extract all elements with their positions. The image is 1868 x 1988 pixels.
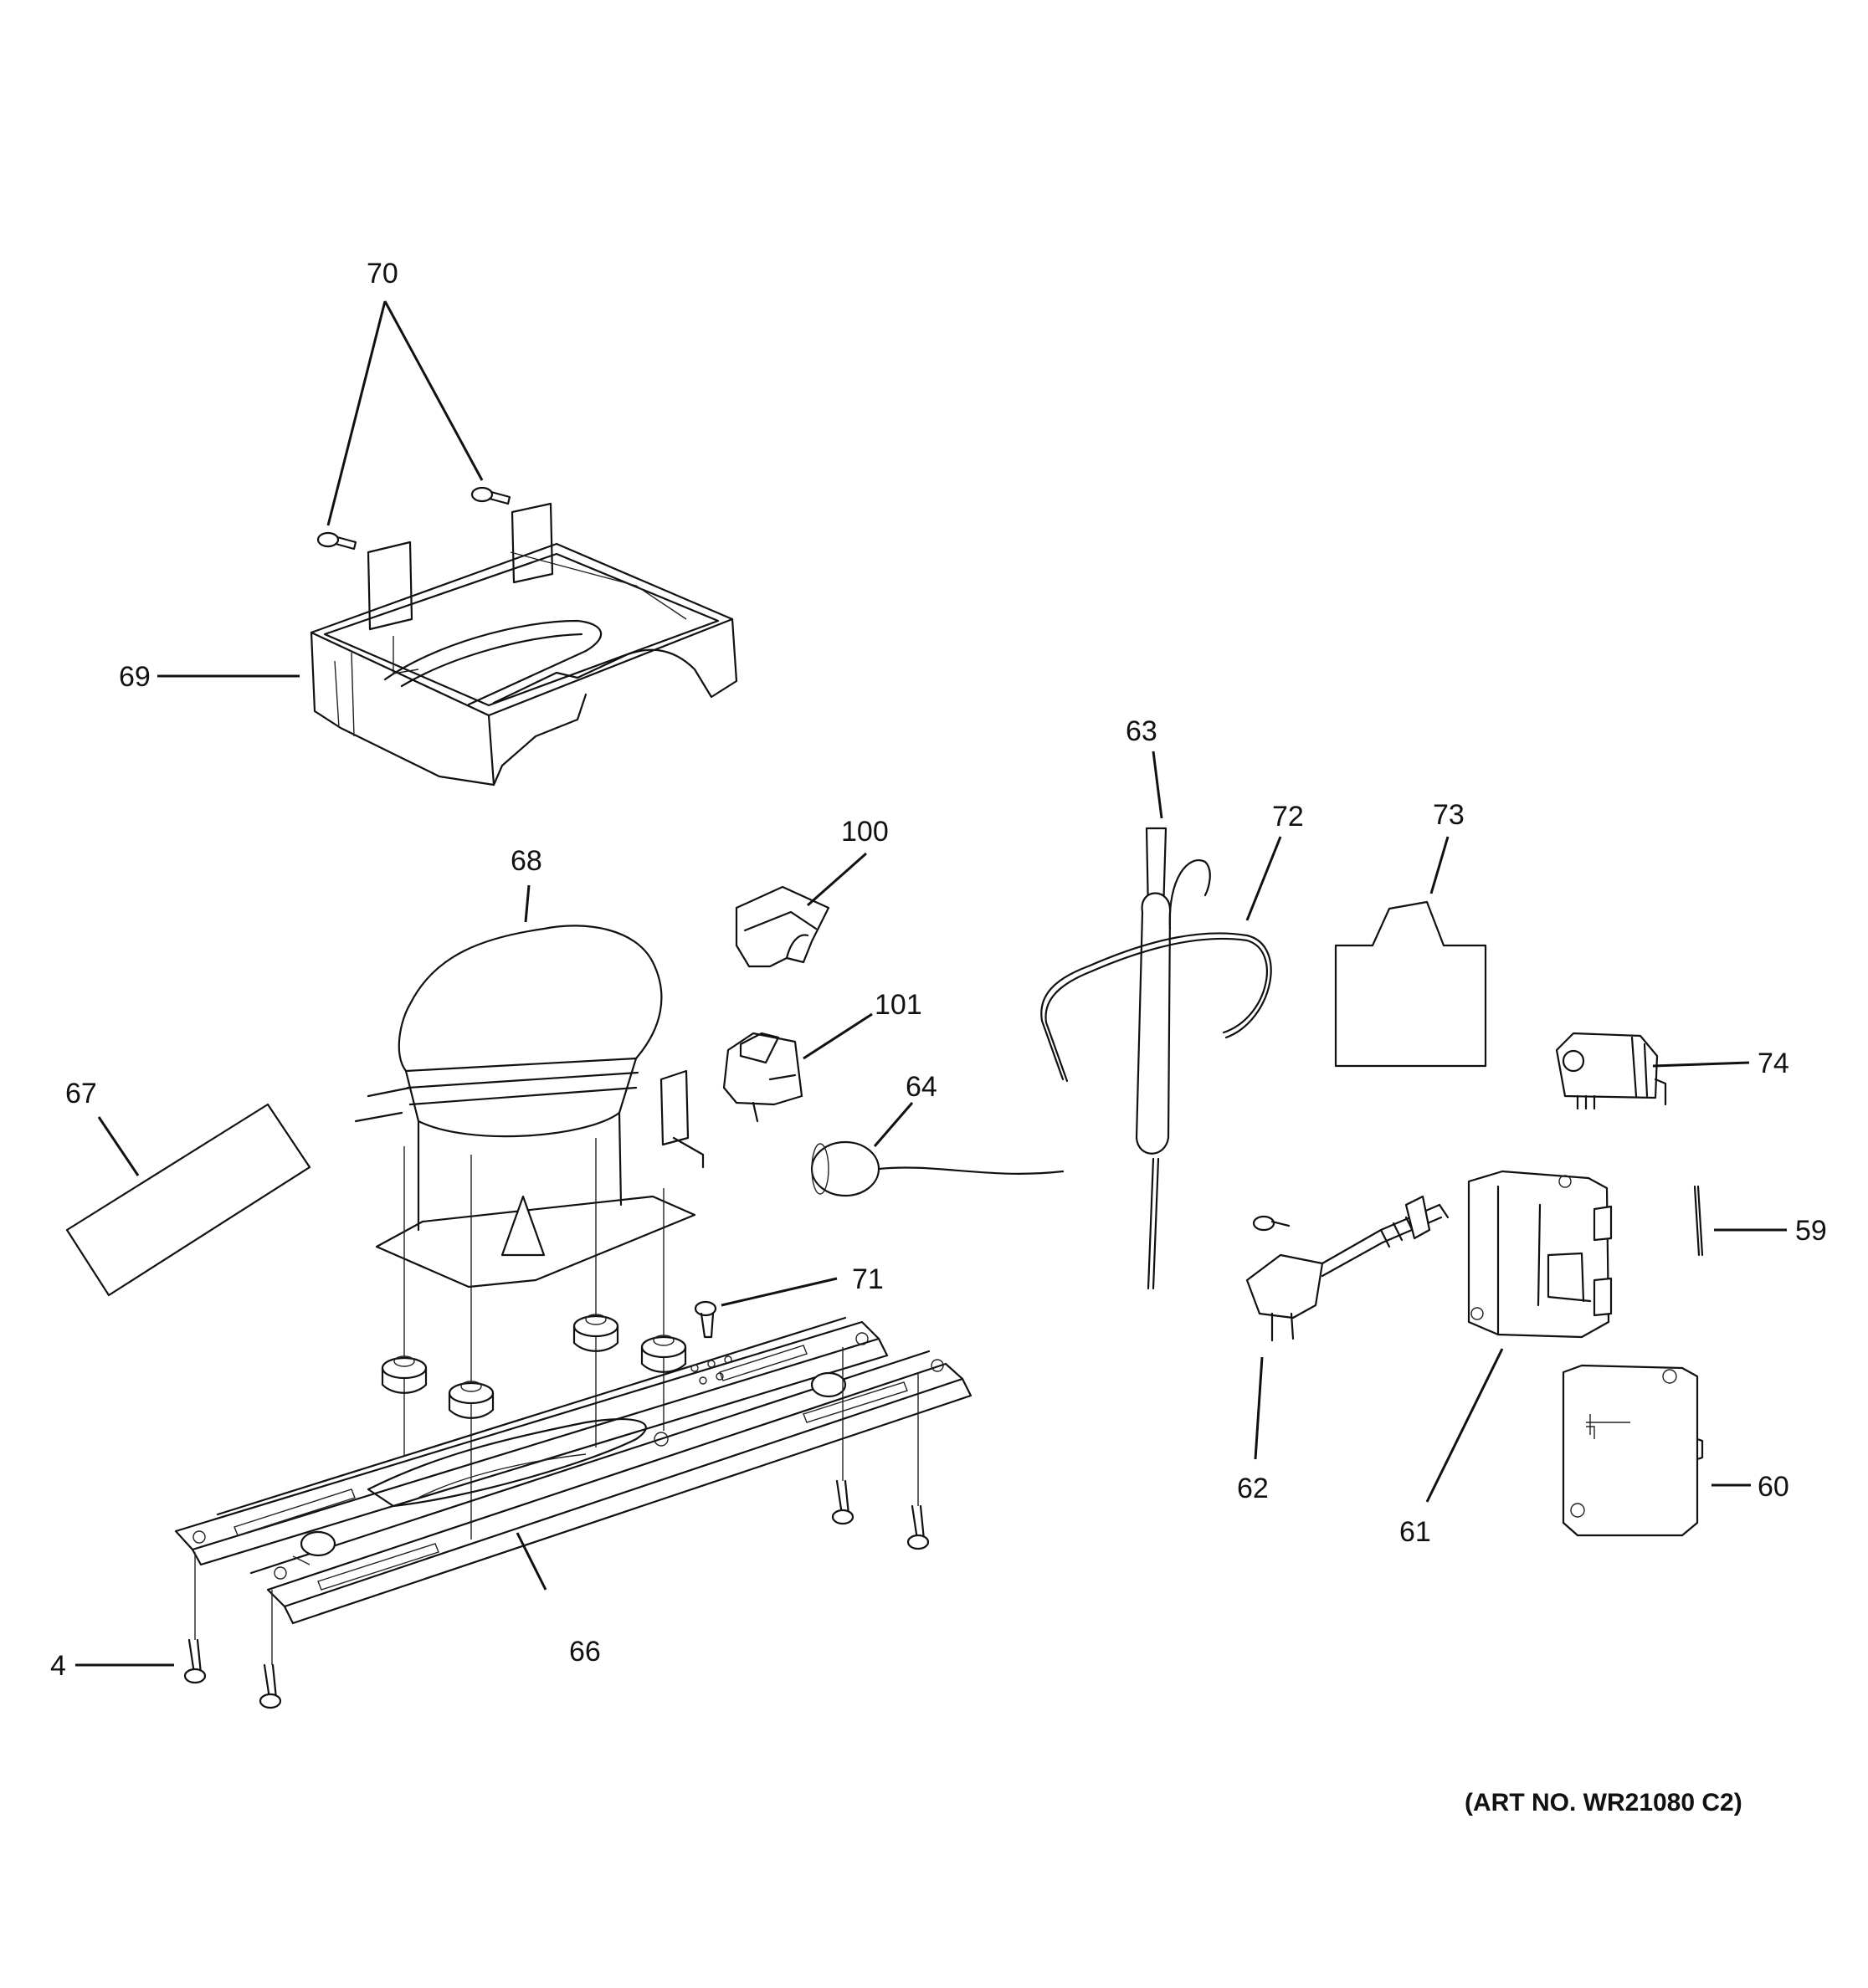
callout-68: 68 xyxy=(511,845,542,877)
callout-69: 69 xyxy=(119,661,151,693)
part-61-control-box xyxy=(1425,1170,1613,1503)
callout-67: 67 xyxy=(65,1078,97,1109)
grommet-4 xyxy=(640,1335,687,1373)
grommets xyxy=(381,1314,687,1419)
grommet-3 xyxy=(572,1314,619,1352)
screw-b xyxy=(259,1663,282,1709)
callout-72: 72 xyxy=(1272,801,1304,833)
callout-labels: 70 69 68 67 71 66 4 100 101 64 63 72 73 … xyxy=(50,258,1827,1682)
callout-70: 70 xyxy=(367,258,398,289)
part-72-tubing xyxy=(1040,836,1282,1083)
part-60-cover xyxy=(1562,1364,1751,1537)
grommet-2 xyxy=(448,1381,495,1419)
part-68-compressor xyxy=(354,884,705,1540)
part-62-power-cord xyxy=(1245,1195,1450,1460)
part-70-screws xyxy=(316,300,511,551)
part-63-drier xyxy=(1135,751,1172,1290)
screw-left xyxy=(316,531,357,551)
part-64-capacitor xyxy=(810,1102,1065,1197)
screw-right xyxy=(470,486,511,505)
grommet-1 xyxy=(381,1355,428,1394)
part-59-strip xyxy=(1693,1185,1787,1257)
callout-66: 66 xyxy=(569,1636,601,1668)
screw-d xyxy=(906,1504,930,1550)
part-66-base-rails xyxy=(174,1316,972,1625)
part-73-pad xyxy=(1334,836,1487,1068)
part-71-screw xyxy=(694,1277,838,1339)
art-number: (ART NO. WR21080 C2) xyxy=(1465,1789,1742,1816)
part-74-timer xyxy=(1555,1032,1750,1110)
callout-100: 100 xyxy=(841,816,889,848)
part-69-tray xyxy=(157,502,738,786)
part-101-relay xyxy=(722,1012,873,1123)
callout-71: 71 xyxy=(852,1263,884,1295)
part-4-screws xyxy=(75,1347,930,1709)
callout-63: 63 xyxy=(1126,715,1157,747)
callout-61: 61 xyxy=(1399,1516,1431,1548)
callout-101: 101 xyxy=(875,989,922,1021)
callout-64: 64 xyxy=(906,1071,937,1103)
callout-74: 74 xyxy=(1758,1048,1789,1079)
callout-62: 62 xyxy=(1237,1473,1269,1504)
callout-59: 59 xyxy=(1795,1215,1827,1247)
screw-a xyxy=(183,1638,207,1684)
callout-73: 73 xyxy=(1433,799,1465,831)
screw-c xyxy=(831,1479,854,1525)
callout-60: 60 xyxy=(1758,1471,1789,1503)
part-67-label xyxy=(65,1103,311,1297)
callout-4: 4 xyxy=(50,1650,66,1682)
part-100-cover xyxy=(735,852,867,968)
